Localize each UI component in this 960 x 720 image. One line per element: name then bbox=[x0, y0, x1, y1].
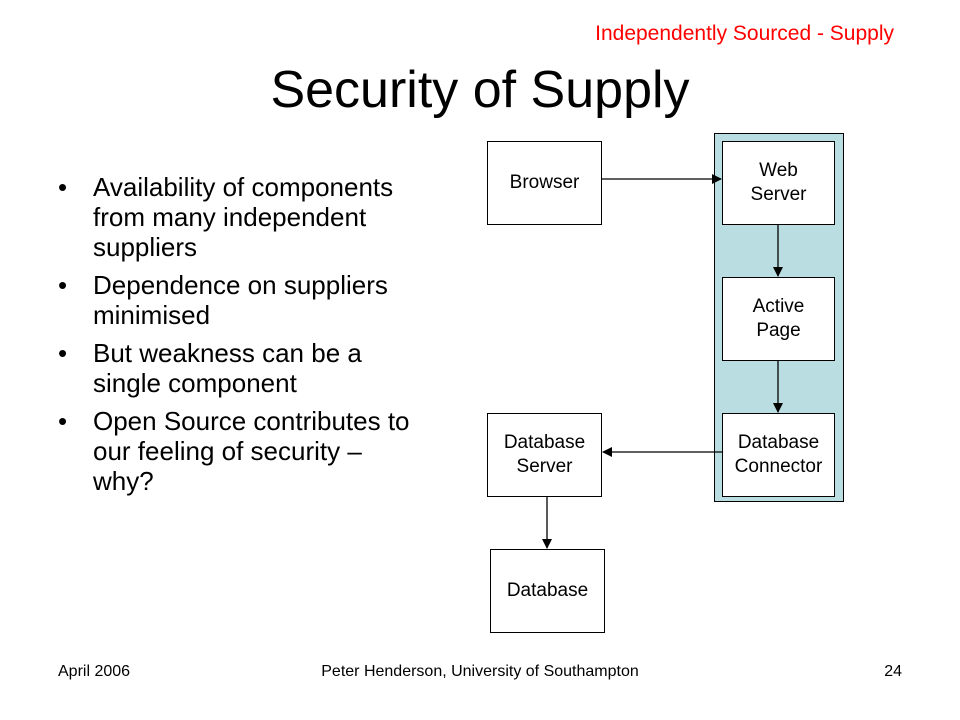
bullet-text: Dependence on suppliers minimised bbox=[93, 270, 388, 330]
database-box: Database bbox=[490, 549, 605, 633]
bullet-icon: • bbox=[58, 270, 68, 300]
footer-page-number: 24 bbox=[884, 663, 902, 680]
bullet-text: Open Source contributes to our feeling o… bbox=[93, 406, 410, 496]
bullet-item: • Availability of components from many in… bbox=[58, 172, 418, 262]
footer-date: April 2006 bbox=[58, 663, 131, 680]
active-page-box: Active Page bbox=[722, 277, 835, 361]
bullet-text: Availability of components from many ind… bbox=[93, 172, 394, 262]
bullet-item: • Dependence on suppliers minimised bbox=[58, 270, 418, 330]
web-server-box: Web Server bbox=[722, 141, 835, 225]
bullet-list: • Availability of components from many in… bbox=[58, 172, 418, 504]
database-connector-box: Database Connector bbox=[722, 413, 835, 497]
bullet-item: • But weakness can be a single component bbox=[58, 338, 418, 398]
bullet-text: But weakness can be a single component bbox=[93, 338, 362, 398]
bullet-item: • Open Source contributes to our feeling … bbox=[58, 406, 418, 496]
bullet-icon: • bbox=[58, 172, 68, 202]
section-label: Independently Sourced - Supply bbox=[595, 22, 894, 45]
browser-box: Browser bbox=[487, 141, 602, 225]
slide-title: Security of Supply bbox=[270, 61, 690, 119]
database-server-box: Database Server bbox=[487, 413, 602, 497]
bullet-icon: • bbox=[58, 406, 68, 436]
bullet-icon: • bbox=[58, 338, 68, 368]
footer-author: Peter Henderson, University of Southampt… bbox=[321, 663, 639, 680]
